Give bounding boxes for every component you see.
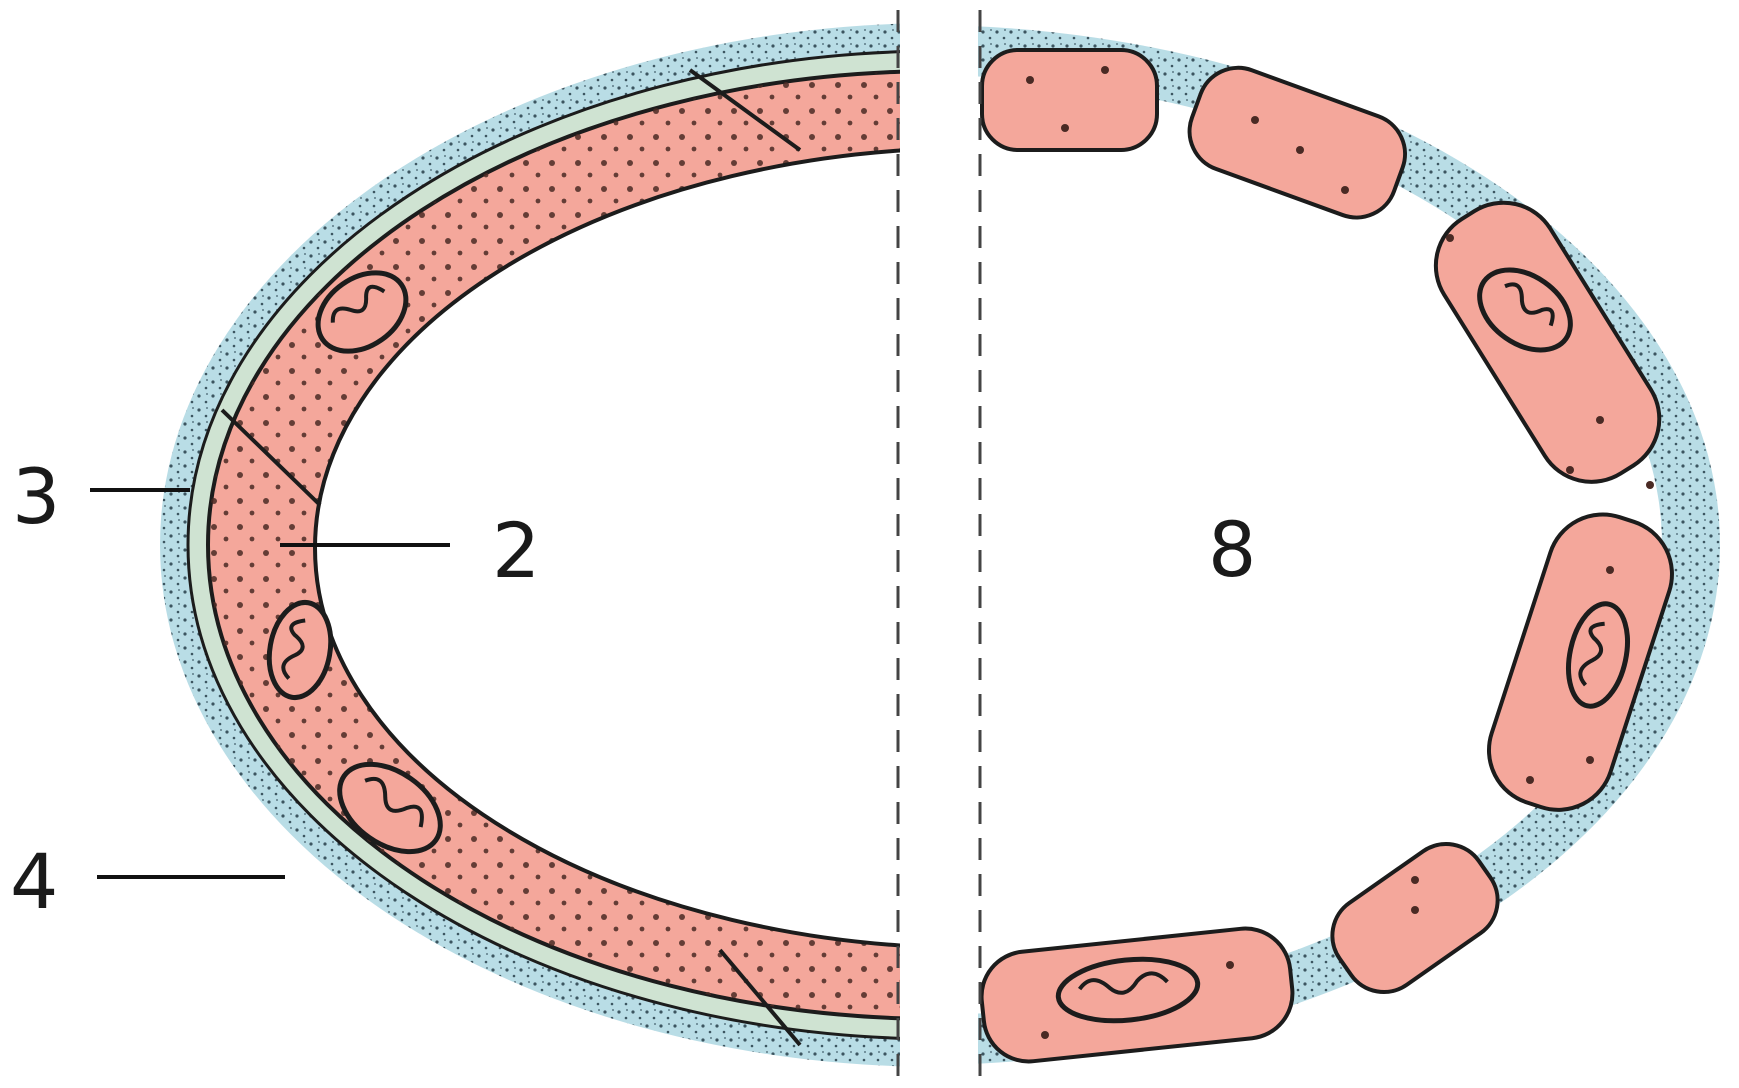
label-2: 2 <box>492 506 540 595</box>
endothelial-cell <box>982 50 1157 150</box>
label-3: 3 <box>12 452 60 541</box>
label-8: 8 <box>1208 505 1256 594</box>
label-4: 4 <box>10 837 58 926</box>
